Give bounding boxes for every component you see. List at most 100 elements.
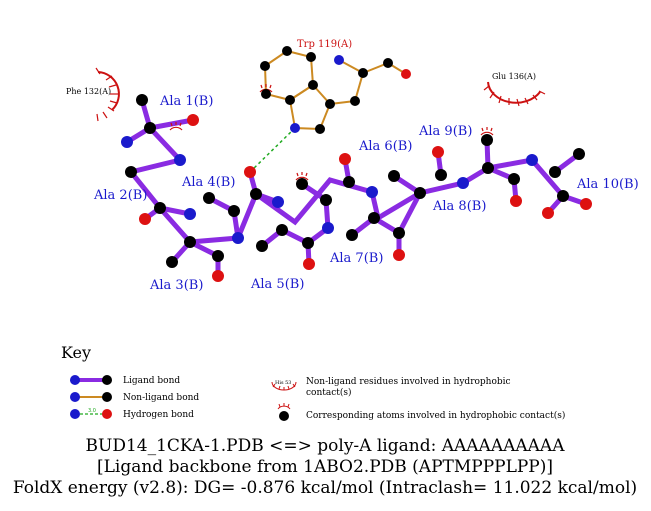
nitrogen-atom [526,154,538,166]
oxygen-atom [542,207,554,219]
trp-pyrrole-ring [288,83,332,131]
key-ligand-bond-sample [70,375,112,385]
carbon-atom [368,212,380,224]
carbon-atom [482,162,494,174]
label-glu136: Glu 136(A) [492,72,536,81]
carbon-atom [256,240,268,252]
caption-line-2: [Ligand backbone from 1ABO2.PDB (APTMPPP… [97,457,553,477]
carbon-atom [383,58,393,68]
key-hydrophobic-example: His 53 [275,380,291,386]
carbon-atom [296,178,308,190]
label-ala4: Ala 4(B) [181,175,235,190]
carbon-atom [228,205,240,217]
oxygen-atom [187,114,199,126]
key-hbond-length: 3.0 [88,408,96,414]
carbon-atom [154,202,166,214]
oxygen-atom [303,258,315,270]
label-ala8: Ala 8(B) [432,199,486,214]
oxygen-atom [212,270,224,282]
oxygen-atom [139,213,151,225]
key-non-ligand-bond-label: Non-ligand bond [123,393,199,403]
nitrogen-atom [334,55,344,65]
nitrogen-atom [184,208,196,220]
caption-line-3: FoldX energy (v2.8): DG= -0.876 kcal/mol… [13,478,637,498]
nitrogen-atom [457,177,469,189]
ala1-hydrophobic-atom-icon [169,122,183,131]
hydrophobic-contacts [95,67,546,181]
key-hydrophobic-residue-icon [271,381,297,391]
carbon-atom [350,96,360,106]
label-ala6: Ala 6(B) [358,139,412,154]
carbon-atom [166,256,178,268]
carbon-atom [302,237,314,249]
carbon-atom [481,134,493,146]
oxygen-atom [580,198,592,210]
key-hydrophobic-atom-icon [277,403,291,421]
key-hydrophobic-residues-label-2: contact(s) [306,387,352,398]
nitrogen-atom [272,196,284,208]
nitrogen-atom [121,136,133,148]
residue-labels: Ala 1(B) Ala 2(B) Ala 3(B) Ala 4(B) Ala … [66,39,639,293]
oxygen-atom [510,195,522,207]
carbon-atom [308,80,318,90]
hydrogen-bond [249,127,296,173]
nitrogen-atom [174,154,186,166]
oxygen-atom [339,153,351,165]
label-ala1: Ala 1(B) [159,94,213,109]
label-ala7: Ala 7(B) [329,251,383,266]
key-hydrogen-bond-label: Hydrogen bond [123,410,194,420]
key-ligand-bond-label: Ligand bond [123,376,180,386]
carbon-atom [282,46,292,56]
key-hydrogen-bond-sample: 3.0 [70,408,112,419]
carbon-atom [346,229,358,241]
carbon-atom [393,227,405,239]
carbon-atom [306,52,316,62]
key-legend: Key Ligand bond Non-ligand bond 3.0 Hydr… [61,343,565,421]
carbon-atom [136,94,148,106]
phe132-hydrophobic-icon [95,67,120,122]
nitrogen-atom [232,232,244,244]
carbon-atom [435,169,447,181]
oxygen-atom [393,249,405,261]
label-ala2: Ala 2(B) [93,188,147,203]
oxygen-atom [432,146,444,158]
key-non-ligand-bond-sample [70,392,112,402]
ala1-backbone [126,97,589,245]
caption-line-1: BUD14_1CKA-1.PDB <=> poly-A ligand: AAAA… [86,436,566,456]
label-ala5: Ala 5(B) [250,277,304,292]
carbon-atom [315,124,325,134]
oxygen-atom [401,69,411,79]
caption: BUD14_1CKA-1.PDB <=> poly-A ligand: AAAA… [13,436,637,498]
atoms [121,46,592,282]
carbon-atom [260,61,270,71]
key-hydrophobic-residues-label-1: Non-ligand residues involved in hydropho… [306,377,511,387]
carbon-atom [261,89,271,99]
key-hydrophobic-atoms-label: Corresponding atoms involved in hydropho… [306,410,565,421]
carbon-atom [343,176,355,188]
carbon-atom [125,166,137,178]
carbon-atom [358,68,368,78]
carbon-atom [508,173,520,185]
ala6-hydrophobic-atom-icon [295,172,309,181]
key-title: Key [61,343,91,362]
carbon-atom [276,224,288,236]
label-trp119: Trp 119(A) [297,39,352,50]
glu136-hydrophobic-icon [483,81,546,107]
carbon-atom [388,170,400,182]
carbon-atom [320,194,332,206]
ala7-n [396,190,423,236]
trp-benzene-ring [263,49,315,102]
nitrogen-atom [290,123,300,133]
carbon-atom [184,236,196,248]
carbon-atom [250,188,262,200]
label-ala9: Ala 9(B) [418,124,472,139]
carbon-atom [144,122,156,134]
carbon-atom [203,192,215,204]
nitrogen-atom [322,222,334,234]
carbon-atom [549,166,561,178]
oxygen-atom [244,166,256,178]
ala9-hydrophobic-atom-icon [480,127,494,136]
carbon-atom [573,148,585,160]
carbon-atom [285,95,295,105]
label-ala3: Ala 3(B) [149,278,203,293]
